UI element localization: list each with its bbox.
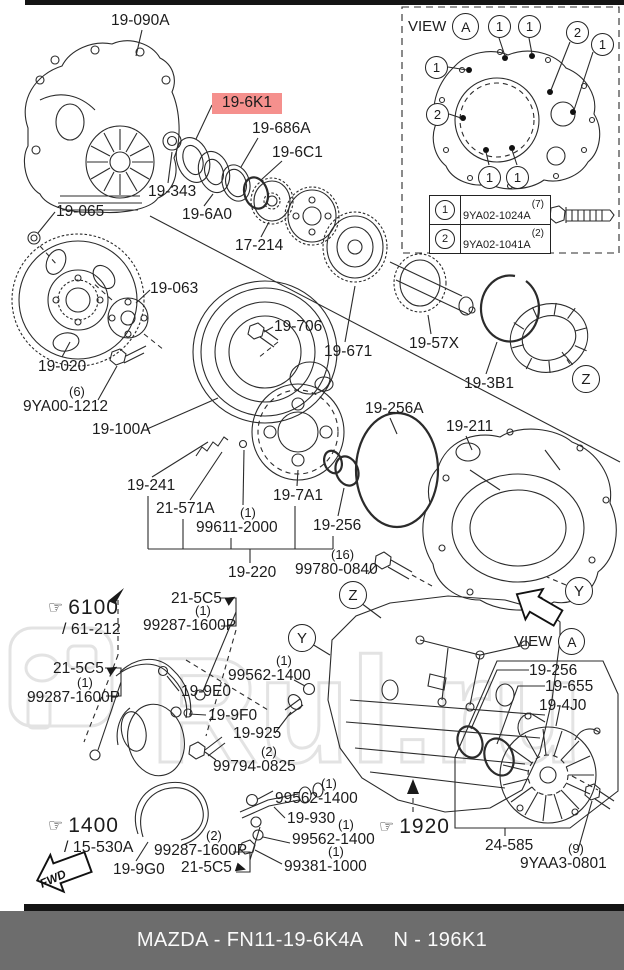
- part-label-19-063: 19-063: [150, 280, 199, 297]
- part-label-19-065: 19-065: [56, 203, 105, 220]
- part-label-19-7A1: 19-7A1: [273, 487, 323, 504]
- part-label-24-585: 24-585: [485, 837, 534, 854]
- footer-catalog-code: N - 196K1: [393, 929, 488, 951]
- top-border: [25, 0, 624, 5]
- section-ref-1400: ☞ 1400: [48, 814, 119, 837]
- part-label-19-6K1-highlighted: 19-6K1: [212, 93, 282, 115]
- part-label-99780-0840: (16)99780-0840: [295, 547, 378, 578]
- part-label-99562-1400-b: (1)99562-1400: [275, 776, 358, 807]
- callout-circle-z-right: Z: [572, 365, 600, 393]
- section-ref-15-530A: / 15-530A: [64, 839, 134, 856]
- part-label-19-706: 19-706: [274, 318, 323, 335]
- part-label-19-9G0: 19-9G0: [113, 861, 165, 878]
- pointing-hand-icon: ☞: [48, 816, 64, 835]
- part-label-19-671: 19-671: [324, 343, 373, 360]
- part-label-99287-1600P-left: (1)99287-1600P: [27, 675, 121, 706]
- footer-part-code: MAZDA - FN11-19-6K4A: [136, 929, 364, 951]
- part-label-99287-1600P-bot: (2)99287-1600P: [154, 828, 248, 859]
- view-direction-arrow: [515, 587, 564, 627]
- part-label-99562-1400-c: (1)99562-1400: [292, 817, 375, 848]
- flywheel-drawing: [11, 211, 145, 367]
- callout-number: 1: [425, 56, 448, 79]
- callout-number: 1: [488, 15, 511, 38]
- part-label-19-6A0: 19-6A0: [182, 206, 232, 223]
- part-label-19-343: 19-343: [148, 183, 197, 200]
- section-ref-6100: ☞ 6100: [48, 596, 119, 619]
- part-label-19-256-br: 19-256: [529, 662, 578, 679]
- group-bracket-lines: [147, 441, 345, 563]
- part-label-19-57X: 19-57X: [409, 335, 459, 352]
- callout-number: 1: [518, 15, 541, 38]
- callout-number: 2: [426, 103, 449, 126]
- torque-converter-drawing: [97, 280, 338, 430]
- transmission-case-bottom-drawing: [311, 595, 561, 813]
- part-label-19-4J0: 19-4J0: [539, 697, 587, 714]
- view-a-bottom-title: VIEW A: [514, 628, 586, 655]
- section-ref-1920: ☞ 1920: [379, 815, 450, 838]
- pointing-hand-icon: ☞: [48, 598, 64, 617]
- fitting-bolts-drawing: [188, 679, 324, 873]
- view-letter-circle: A: [558, 628, 586, 655]
- oil-cooler-drawing: [83, 588, 269, 862]
- part-label-19-256A: 19-256A: [365, 400, 424, 417]
- callout-number: 1: [506, 166, 529, 189]
- part-label-19-100A: 19-100A: [92, 421, 151, 438]
- housing-bolt-drawing: [367, 551, 433, 587]
- part-label-19-090A: 19-090A: [111, 12, 170, 29]
- bottom-border: [24, 904, 624, 911]
- view-letter-circle: A: [452, 13, 480, 40]
- part-label-21-5C5-mid: 21-5C5: [171, 590, 238, 607]
- part-label-19-925: 19-925: [233, 725, 282, 742]
- fastener-table-row: 2 (2)9YA02-1041A: [430, 225, 550, 253]
- part-label-99381-1000: (1)99381-1000: [284, 844, 367, 875]
- part-label-21-5C5-bot: 21-5C5: [181, 859, 247, 876]
- part-label-19-9F0: 19-9F0: [208, 707, 258, 724]
- part-label-17-214: 17-214: [235, 237, 284, 254]
- part-label-9YA00-1212: (6)9YA00-1212: [23, 384, 109, 415]
- part-label-9YAA3-0801: (9)9YAA3-0801: [520, 841, 607, 872]
- pointing-hand-icon: ☞: [379, 817, 395, 836]
- part-label-99611-2000: (1)99611-2000: [196, 505, 278, 536]
- callout-number: 1: [478, 166, 501, 189]
- guide-line: [149, 215, 621, 463]
- part-label-21-571A: 21-571A: [156, 500, 215, 517]
- diagram-line-art: Rul.ru: [8, 6, 621, 894]
- callout-number: 1: [591, 33, 614, 56]
- drive-plate-drawing: [91, 281, 165, 351]
- oil-pump-inset-drawing: [454, 660, 619, 851]
- pointer-arrow-icon: [234, 862, 247, 874]
- pointer-arrow-icon: [106, 662, 120, 676]
- part-label-19-020: 19-020: [38, 358, 87, 375]
- callout-circle-y-right: Y: [565, 577, 593, 605]
- part-label-19-930: 19-930: [287, 810, 336, 827]
- view-a-inset-title: VIEW A: [408, 13, 480, 40]
- fastener-table: 1 (7)9YA02-1024A 2 (2)9YA02-1041A: [429, 195, 551, 254]
- callout-circle-z-mid: Z: [339, 581, 367, 609]
- fastener-table-row: 1 (7)9YA02-1024A: [430, 196, 550, 225]
- part-label-19-9E0: 19-9E0: [181, 683, 231, 700]
- part-label-19-655: 19-655: [545, 678, 594, 695]
- oil-pump-drawing: [195, 383, 440, 529]
- section-ref-61-212: / 61-212: [62, 621, 121, 638]
- part-label-19-6C1: 19-6C1: [272, 144, 323, 161]
- part-label-19-220: 19-220: [228, 564, 277, 581]
- part-label-99794-0825: (2)99794-0825: [213, 744, 296, 775]
- part-label-99287-1600P-mid: (1)99287-1600P: [143, 603, 237, 634]
- part-label-21-5C5-left: 21-5C5: [53, 660, 120, 677]
- part-label-19-256-mid: 19-256: [313, 517, 362, 534]
- part-label-19-686A: 19-686A: [252, 120, 311, 137]
- seal-and-gear-chain: [162, 131, 589, 373]
- footer-bar: MAZDA - FN11-19-6K4A N - 196K1: [0, 911, 624, 970]
- transaxle-assembly-drawing: [23, 29, 180, 213]
- leader-lines-top: [167, 104, 498, 435]
- part-label-99562-1400-a: (1)99562-1400: [228, 653, 311, 684]
- fwd-arrow: FWD: [35, 850, 93, 894]
- part-label-19-211: 19-211: [446, 418, 494, 435]
- callout-number: 2: [566, 21, 589, 44]
- part-label-19-241: 19-241: [127, 477, 176, 494]
- callout-circle-y-mid: Y: [288, 624, 316, 652]
- part-label-19-3B1: 19-3B1: [464, 375, 514, 392]
- watermark-logo-icon: [8, 626, 114, 730]
